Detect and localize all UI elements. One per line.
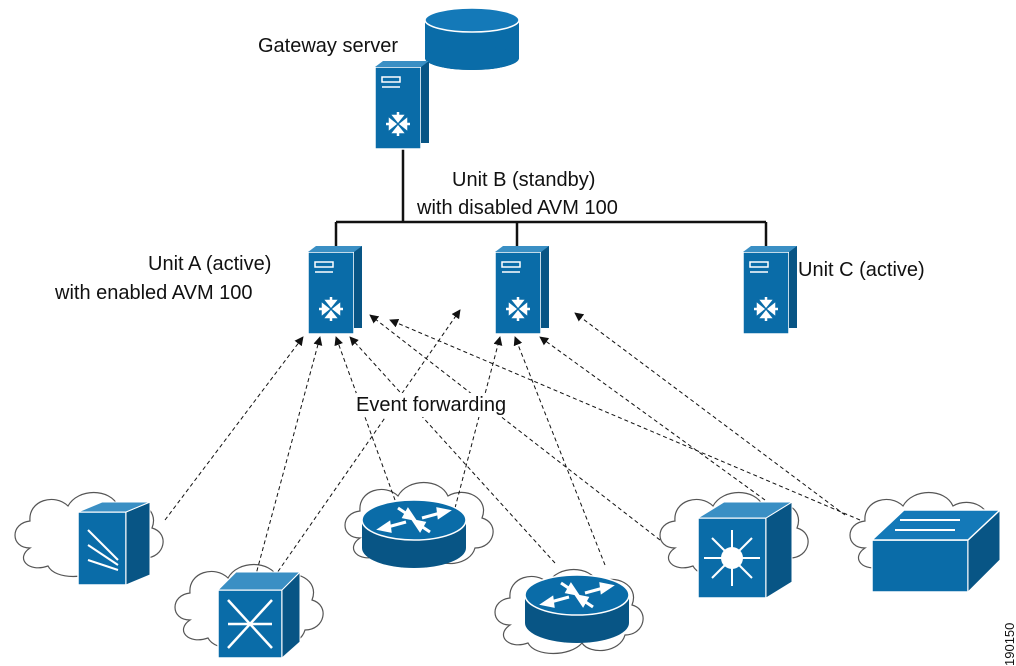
unit-c-label: Unit C (active) [798,259,925,281]
unit-a-server-icon [306,244,364,336]
gateway-server-icon [373,59,431,151]
layer3-switch-icon [696,501,794,599]
switch-icon [870,508,1002,594]
figure-id: 190150 [1002,622,1016,666]
router-icon [523,573,631,645]
unit-c-server-icon [741,244,799,336]
event-forwarding-arrows [164,309,861,584]
atm-switch-icon [216,570,302,660]
database-icon [424,7,520,70]
firewall-icon [77,501,151,586]
unit-b-server-icon [493,244,551,336]
unit-b-label-line1: Unit B (standby) [452,169,596,191]
router-icon [360,498,468,570]
network-links [334,140,768,252]
unit-b-label-line2: with disabled AVM 100 [417,197,618,219]
unit-a-label-line1: Unit A (active) [148,253,272,275]
event-forwarding-label: Event forwarding [356,393,507,417]
gateway-label: Gateway server [258,35,399,57]
unit-a-label-line2: with enabled AVM 100 [55,282,253,304]
